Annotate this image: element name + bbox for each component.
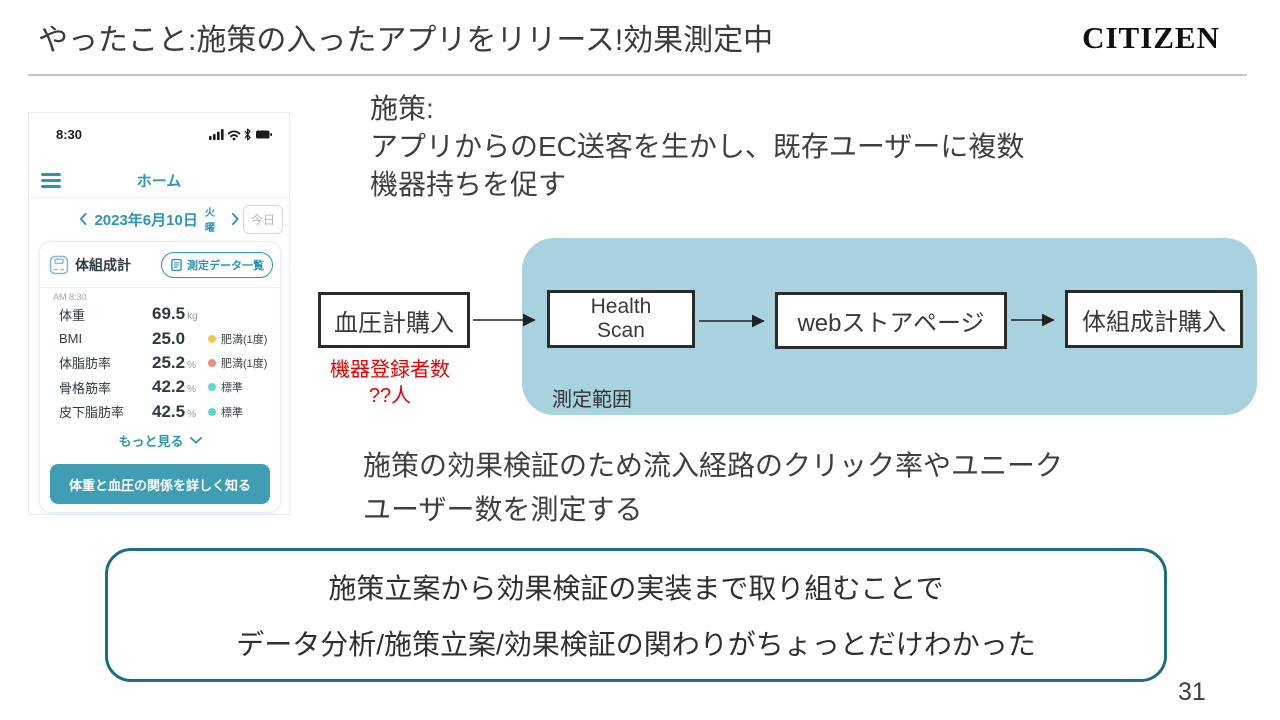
- status-dot: [208, 334, 216, 343]
- measurement-row-muscle: 骨格筋率 42.2% 標準: [59, 377, 243, 397]
- document-icon: [171, 258, 182, 272]
- phone-status-bar: 8:30: [29, 127, 289, 142]
- battery-icon: [256, 130, 272, 139]
- date-navigation: 2023年6月10日 火曜 今日: [29, 205, 289, 234]
- body-scale-icon: [49, 255, 69, 275]
- device-registration-note-line2: ??人: [368, 385, 412, 407]
- measurement-row-bmi: BMI 25.0 肥満(1度): [59, 328, 268, 348]
- status-dot: [208, 310, 216, 318]
- measure-line-1: アプリからのEC送客を生かし、既存ユーザーに複数: [370, 131, 1025, 162]
- chevron-left-icon[interactable]: [79, 212, 87, 226]
- citizen-logo: CITIZEN: [1082, 20, 1220, 55]
- verification-description: 施策の効果検証のため流入経路のクリック率やユニーク ユーザー数を測定する: [363, 444, 1063, 532]
- weekday-label: 火曜: [204, 208, 215, 234]
- measurement-time: AM 8:30: [53, 292, 87, 302]
- device-registration-note: 機器登録者数 ??人: [304, 357, 476, 409]
- date-label: 2023年6月10日: [94, 211, 198, 229]
- wifi-icon: [227, 130, 241, 141]
- cta-button[interactable]: 体重と血圧の関係を詳しく知る: [50, 464, 270, 504]
- measurement-row-bodyfat: 体脂肪率 25.2% 肥満(1度): [59, 352, 268, 372]
- summary-line-2: データ分析/施策立案/効果検証の関わりがちょっとだけわかった: [236, 629, 1036, 660]
- measurement-row-subcutaneous: 皮下脂肪率 42.5% 標準: [59, 401, 243, 421]
- measure-description: 施策: アプリからのEC送客を生かし、既存ユーザーに複数 機器持ちを促す: [370, 90, 1024, 204]
- more-link[interactable]: もっと見る: [40, 431, 280, 450]
- card-title: 体組成計: [75, 257, 131, 273]
- today-button[interactable]: 今日: [243, 205, 283, 234]
- summary-line-1: 施策立案から効果検証の実装まで取り組むことで: [328, 573, 944, 604]
- status-dot: [208, 358, 216, 367]
- phone-screenshot: 8:30: [28, 112, 290, 515]
- title-divider: [28, 74, 1247, 76]
- nav-divider: [29, 197, 289, 198]
- menu-icon[interactable]: [41, 173, 61, 188]
- signal-icon: [209, 129, 224, 140]
- slide-title: やったこと:施策の入ったアプリをリリース!効果測定中: [38, 24, 774, 57]
- verification-line-1: 施策の効果検証のため流入経路のクリック率やユニーク: [363, 450, 1064, 481]
- app-nav-bar: ホーム: [29, 169, 289, 193]
- measure-heading: 施策:: [370, 93, 434, 124]
- status-dot: [208, 407, 216, 416]
- chevron-down-icon: [189, 437, 202, 444]
- flow-node-bp-monitor-purchase: 血圧計購入: [318, 292, 470, 348]
- card-divider: [40, 287, 280, 288]
- status-icons: [209, 128, 272, 141]
- measure-line-2: 機器持ちを促す: [370, 169, 567, 200]
- summary-box: 施策立案から効果検証の実装まで取り組むことで データ分析/施策立案/効果検証の関…: [105, 548, 1167, 682]
- card-header: 体組成計 測定データ一覧: [49, 251, 273, 279]
- data-list-button-label: 測定データ一覧: [187, 260, 264, 272]
- device-registration-note-line1: 機器登録者数: [330, 359, 450, 381]
- page-number: 31: [1178, 678, 1206, 706]
- flow-node-health-scan: Health Scan: [547, 290, 695, 348]
- verification-line-2: ユーザー数を測定する: [363, 494, 643, 525]
- chevron-right-icon[interactable]: [231, 212, 239, 226]
- bluetooth-icon: [244, 128, 251, 141]
- data-list-button[interactable]: 測定データ一覧: [161, 252, 273, 278]
- flow-node-body-composition-purchase: 体組成計購入: [1065, 290, 1243, 348]
- status-time: 8:30: [56, 127, 83, 142]
- scope-label: 測定範囲: [552, 389, 632, 411]
- app-nav-title: ホーム: [136, 173, 182, 190]
- flow-node-web-store-page: webストアページ: [775, 292, 1007, 349]
- status-dot: [208, 383, 216, 392]
